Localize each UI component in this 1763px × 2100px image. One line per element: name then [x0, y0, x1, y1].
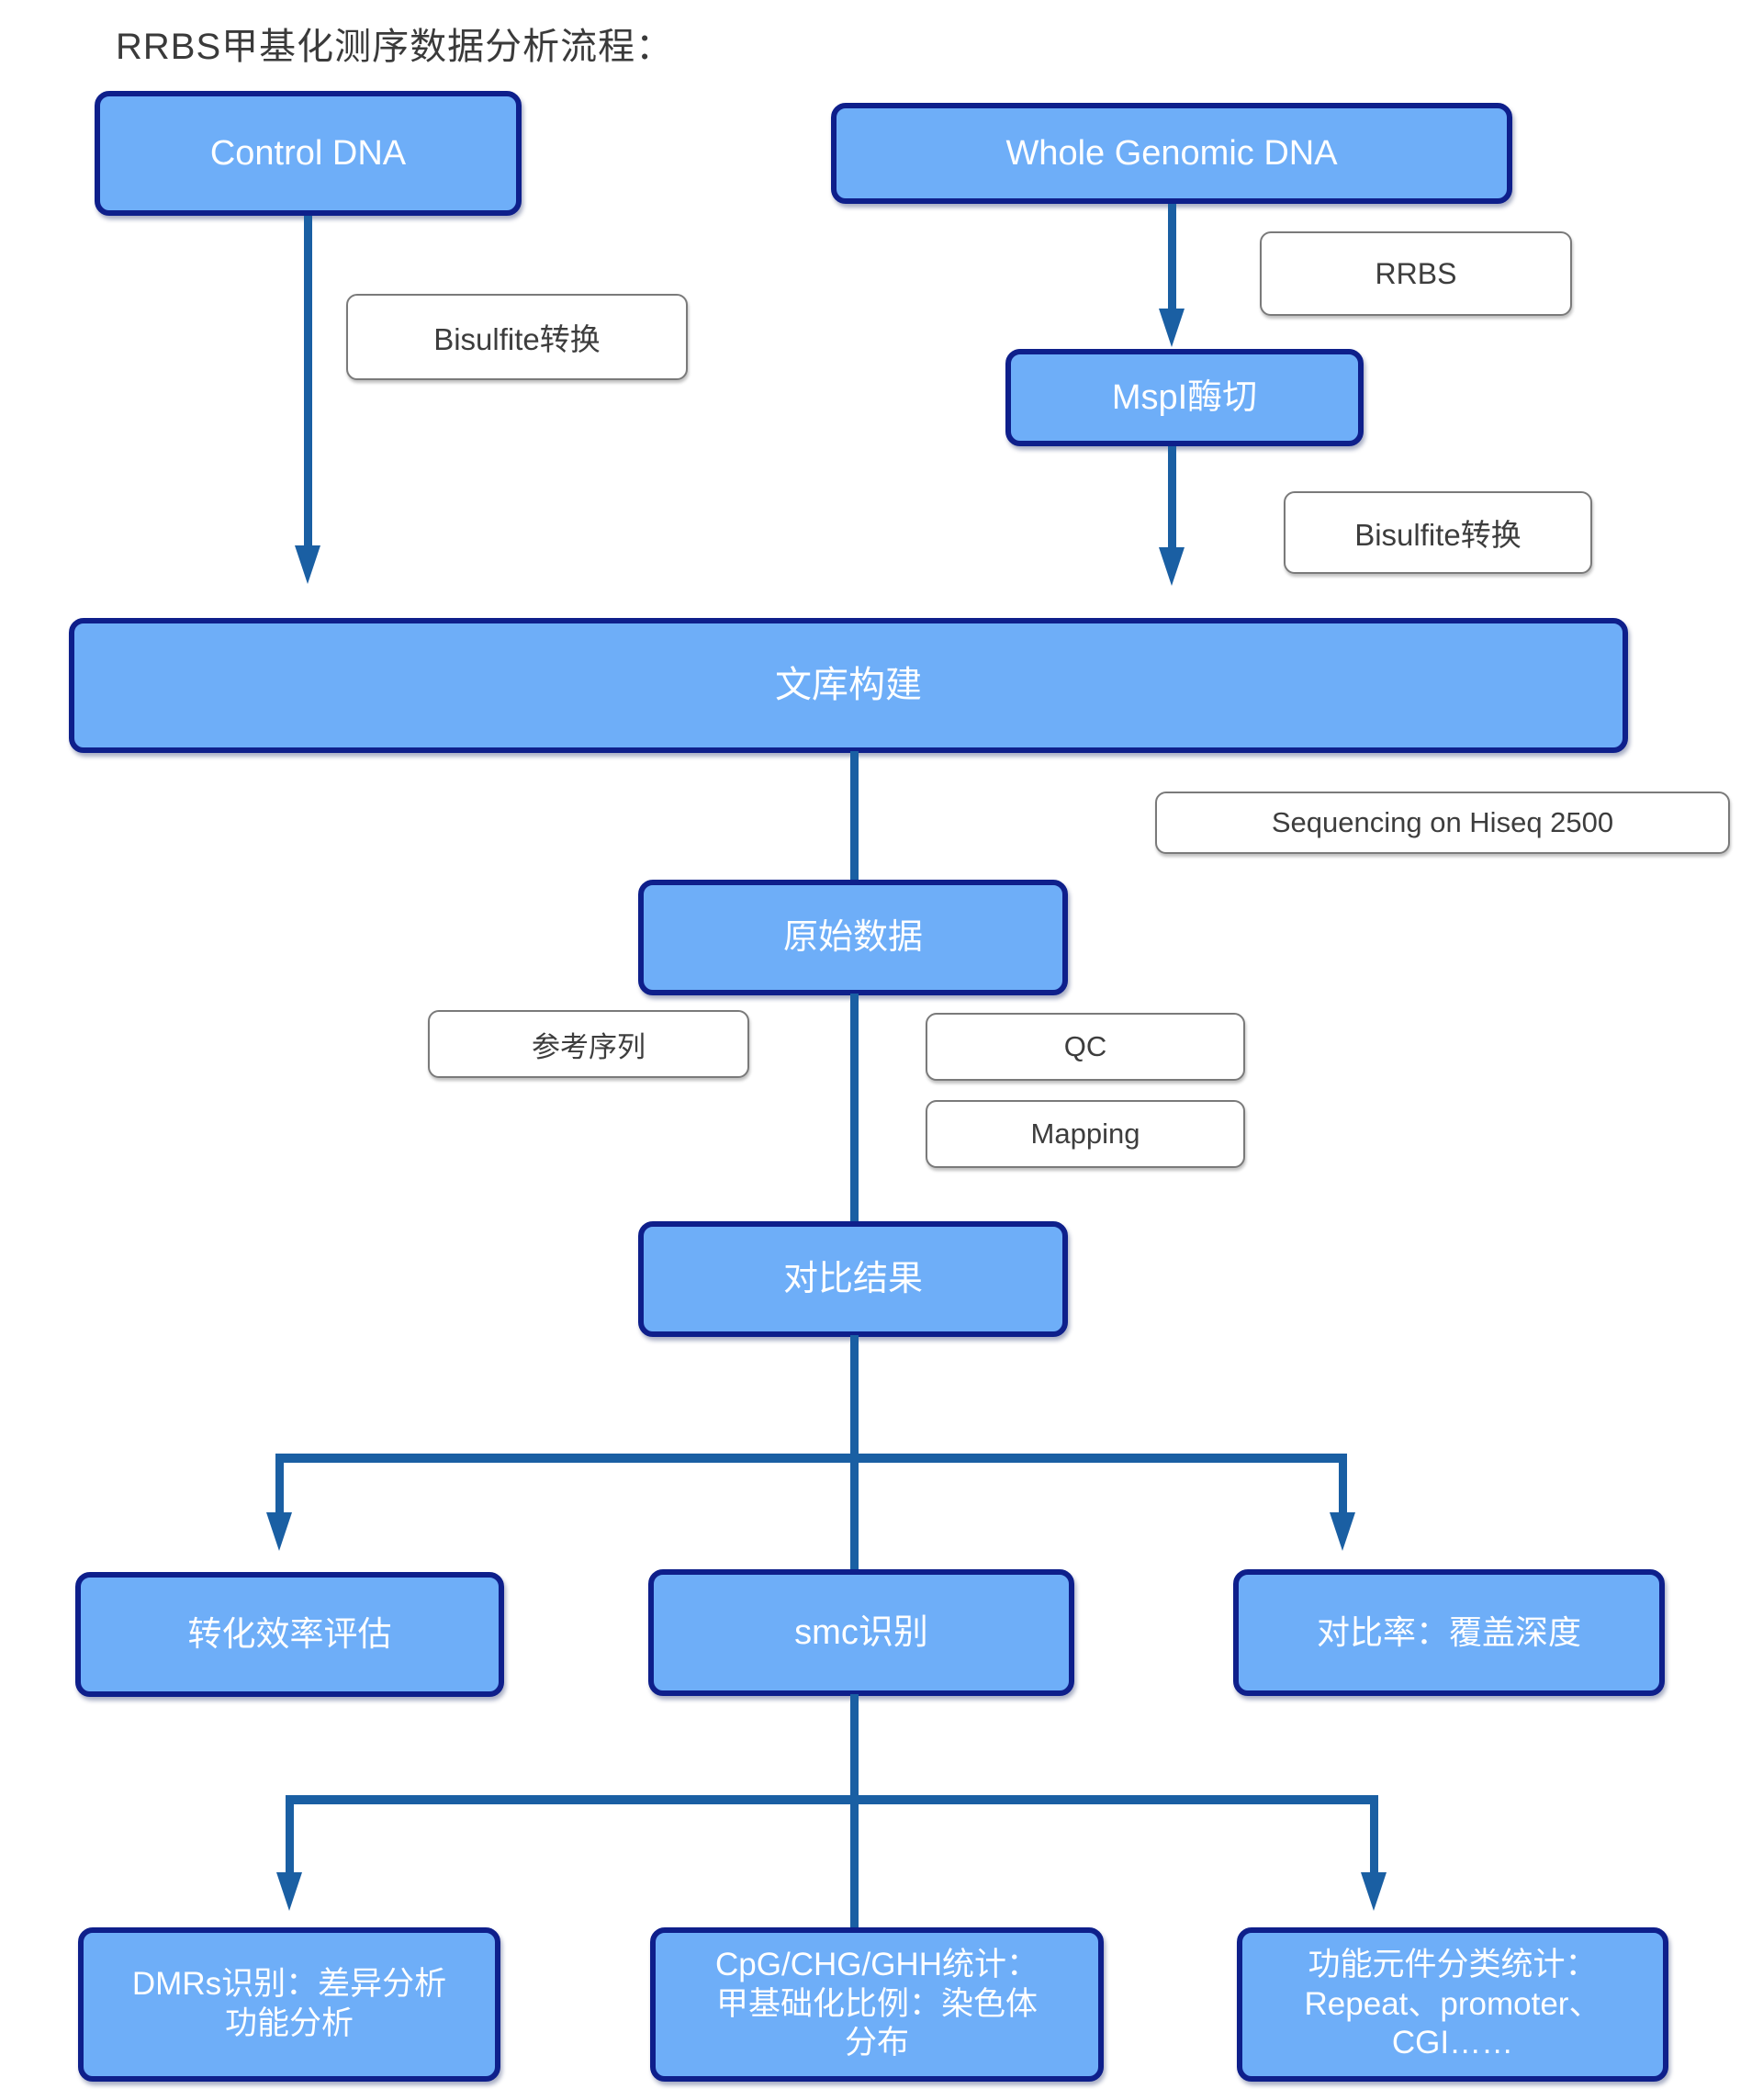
node-whole-genomic-dna-label: Whole Genomic DNA — [1005, 133, 1338, 173]
branch2-horizontal-line — [286, 1795, 1378, 1804]
connector-smc-to-branch2 — [850, 1694, 859, 1804]
branch2-center-drop — [850, 1795, 859, 1929]
connector-mspi-to-library — [1168, 446, 1176, 549]
label-rrbs-text: RRBS — [1375, 256, 1457, 290]
label-bisulfite-right-text: Bisulfite转换 — [1354, 518, 1522, 552]
connector-control-to-library — [304, 216, 312, 547]
arrowhead-branch2-right — [1361, 1872, 1387, 1911]
branch1-left-drop — [275, 1454, 284, 1514]
node-raw-data-label: 原始数据 — [782, 917, 923, 957]
node-functional-elements-line1: 功能元件分类统计： — [1308, 1946, 1598, 1982]
node-dmrs-line2: 功能分析 — [224, 2005, 354, 2041]
node-dmrs-line1: DMRs识别：差异分析 — [131, 1966, 447, 2003]
node-ratio-depth: 对比率：覆盖深度 — [1233, 1569, 1665, 1696]
node-control-dna: Control DNA — [95, 91, 522, 216]
node-cpg-stats-line3: 分布 — [844, 2025, 909, 2061]
arrowhead-branch1-right — [1330, 1512, 1355, 1551]
node-control-dna-label: Control DNA — [209, 133, 407, 173]
label-qc: QC — [926, 1013, 1245, 1081]
arrowhead-control-to-library — [295, 545, 320, 584]
arrowhead-mspi-to-library — [1159, 547, 1185, 586]
label-sequencing: Sequencing on Hiseq 2500 — [1155, 792, 1730, 854]
arrowhead-wgd-to-mspi — [1159, 309, 1185, 347]
page-title: RRBS甲基化测序数据分析流程： — [116, 27, 674, 67]
node-functional-elements: 功能元件分类统计： Repeat、promoter、 CGI…… — [1237, 1927, 1668, 2082]
label-bisulfite-left-text: Bisulfite转换 — [433, 322, 601, 356]
node-library-construction: 文库构建 — [69, 618, 1628, 753]
node-smc-identification-label: smc识别 — [794, 1612, 928, 1652]
node-conversion-efficiency: 转化效率评估 — [75, 1572, 504, 1697]
connector-wgd-to-mspi — [1168, 204, 1176, 310]
node-dmrs: DMRs识别：差异分析 功能分析 — [78, 1927, 500, 2082]
label-bisulfite-left: Bisulfite转换 — [346, 294, 688, 380]
branch1-right-drop — [1339, 1454, 1347, 1514]
label-mapping-text: Mapping — [1030, 1117, 1140, 1150]
label-reference-sequence: 参考序列 — [428, 1010, 749, 1078]
label-mapping: Mapping — [926, 1100, 1245, 1168]
node-mspi-digestion-label: MspI酶切 — [1111, 377, 1258, 417]
label-reference-sequence-text: 参考序列 — [532, 1030, 646, 1063]
node-functional-elements-line2: Repeat、promoter、 — [1304, 1985, 1601, 2022]
label-sequencing-text: Sequencing on Hiseq 2500 — [1271, 806, 1614, 838]
connector-rawdata-to-alignment — [850, 994, 859, 1223]
node-raw-data: 原始数据 — [638, 880, 1068, 995]
connector-alignment-to-branch1 — [850, 1335, 859, 1460]
branch1-center-drop — [850, 1454, 859, 1571]
label-rrbs: RRBS — [1260, 231, 1572, 316]
node-conversion-efficiency-label: 转化效率评估 — [187, 1615, 392, 1654]
connector-library-to-rawdata — [850, 751, 859, 883]
node-smc-identification: smc识别 — [648, 1569, 1074, 1696]
node-library-construction-label: 文库构建 — [775, 665, 922, 706]
node-ratio-depth-label: 对比率：覆盖深度 — [1316, 1613, 1581, 1652]
branch1-horizontal-line — [275, 1454, 1347, 1463]
node-cpg-stats-line2: 甲基础化比例：染色体 — [715, 1985, 1038, 2022]
node-mspi-digestion: MspI酶切 — [1005, 349, 1364, 446]
arrowhead-branch1-left — [266, 1512, 292, 1551]
node-whole-genomic-dna: Whole Genomic DNA — [831, 103, 1512, 204]
branch2-left-drop — [286, 1795, 294, 1874]
node-cpg-stats-line1: CpG/CHG/GHH统计： — [715, 1946, 1039, 1982]
node-cpg-stats: CpG/CHG/GHH统计： 甲基础化比例：染色体 分布 — [650, 1927, 1104, 2082]
arrowhead-branch2-left — [276, 1872, 302, 1911]
node-functional-elements-line3: CGI…… — [1391, 2025, 1514, 2061]
label-qc-text: QC — [1063, 1030, 1107, 1062]
node-alignment-result: 对比结果 — [638, 1221, 1068, 1337]
node-alignment-result-label: 对比结果 — [782, 1259, 923, 1298]
branch2-right-drop — [1370, 1795, 1378, 1874]
label-bisulfite-right: Bisulfite转换 — [1284, 491, 1592, 574]
